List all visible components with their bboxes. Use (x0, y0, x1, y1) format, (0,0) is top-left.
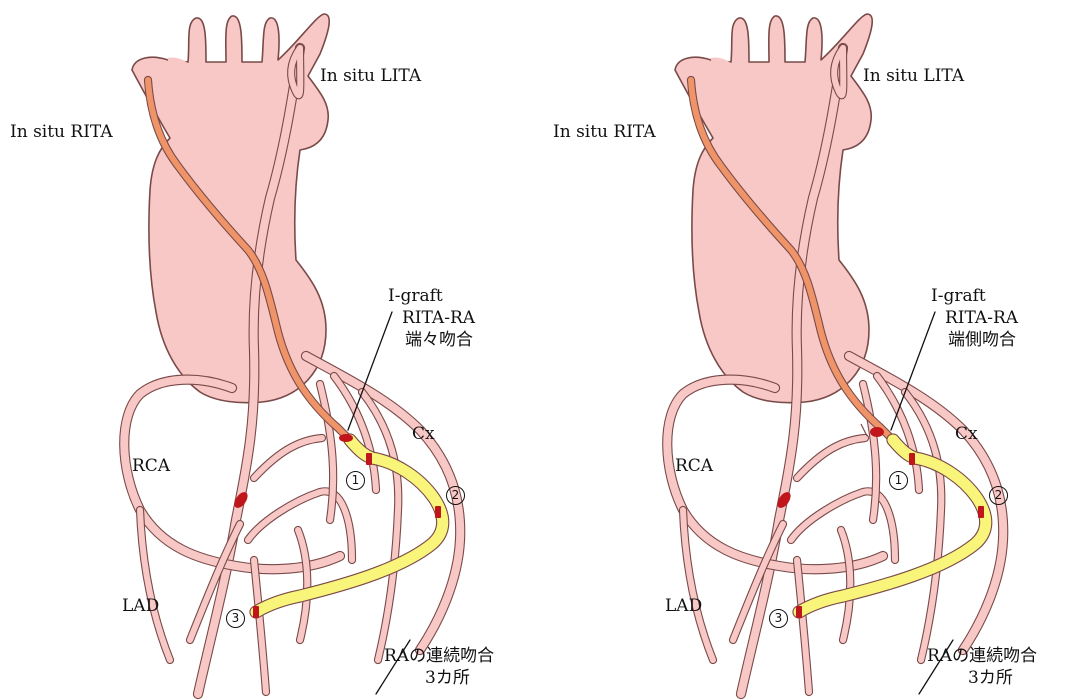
cx-label: Cx (412, 424, 435, 444)
rita-label: In situ RITA (553, 122, 656, 142)
lita-label: In situ LITA (320, 66, 421, 86)
cx-branch-3 (320, 384, 333, 520)
ra-sequential-label: RAの連続吻合 (384, 646, 494, 666)
anastomosis-site-3-marker: 3 (769, 609, 788, 628)
anastomosis-site-2-marker: 2 (446, 486, 465, 505)
anastomosis-site-1 (909, 453, 915, 465)
lad-label: LAD (665, 596, 702, 616)
igraft-title: I-graft (388, 286, 443, 306)
anastomosis-site-2-marker: 2 (989, 486, 1008, 505)
rca-label: RCA (675, 456, 713, 476)
igraft-leader-line (348, 312, 392, 430)
anastomosis-site-1-marker: 1 (346, 471, 365, 490)
igraft-end-to-side-junction (870, 427, 884, 437)
lad-tail (254, 560, 266, 692)
diag-2 (298, 530, 307, 640)
lad-label: LAD (122, 596, 159, 616)
anastomosis-site-2 (978, 506, 984, 518)
left-diagram-panel: In situ LITA In situ RITA I-graft RITA-R… (0, 0, 543, 700)
anastomosis-site-1 (366, 453, 372, 465)
ra-sites-count-label: 3カ所 (425, 668, 470, 688)
igraft-type: RITA-RA (945, 308, 1018, 328)
igraft-leader-line (891, 312, 935, 430)
ra-sites-count-label: 3カ所 (968, 668, 1013, 688)
lad-tail (797, 560, 809, 692)
anastomosis-site-1-marker: 1 (889, 471, 908, 490)
cx-label: Cx (955, 424, 978, 444)
lita-label: In situ LITA (863, 66, 964, 86)
right-diagram-panel: In situ LITA In situ RITA I-graft RITA-R… (543, 0, 1086, 700)
lad-branch-2 (254, 438, 322, 478)
anastomosis-site-3 (253, 606, 259, 618)
rita-label: In situ RITA (10, 122, 113, 142)
left-heart-diagram (0, 0, 543, 700)
ra-sequential-label: RAの連続吻合 (927, 646, 1037, 666)
rca-label: RCA (132, 456, 170, 476)
lad-branch-2 (797, 438, 865, 478)
anastomosis-site-3-marker: 3 (226, 609, 245, 628)
igraft-end-to-end-junction (339, 434, 353, 442)
igraft-title: I-graft (931, 286, 986, 306)
anastomosis-site-2 (435, 506, 441, 518)
anastomosis-site-3 (796, 606, 802, 618)
igraft-anastomosis-type: 端側吻合 (948, 330, 1016, 350)
diag-2 (841, 530, 850, 640)
igraft-type: RITA-RA (402, 308, 475, 328)
cx-branch-3 (863, 384, 876, 520)
igraft-anastomosis-type: 端々吻合 (405, 330, 473, 350)
right-heart-diagram (543, 0, 1086, 700)
